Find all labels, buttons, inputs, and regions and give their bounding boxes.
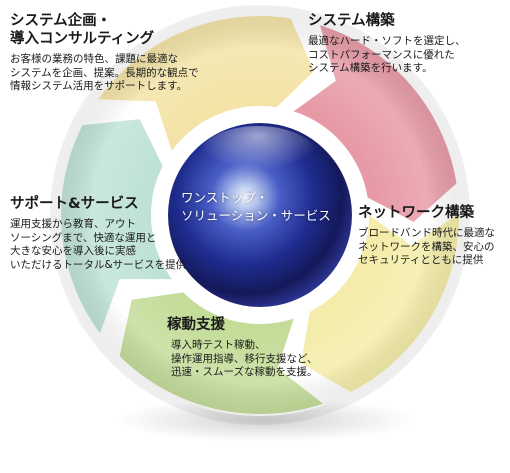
segment-construction: システム構築 最適なハード・ソフトを選定し、 コストパフォーマンスに優れた シス… <box>308 12 466 76</box>
segment-description-line: コストパフォーマンスに優れた <box>308 48 455 61</box>
segment-title-line: 導入コンサルティング <box>10 31 155 47</box>
segment-description-line: システムを企画、提案。長期的な観点で <box>10 66 199 79</box>
segment-title-line: 稼動支援 <box>167 317 225 333</box>
segment-network: ネットワーク構築 ブロードバンド時代に最適な ネットワークを構築、安心の セキュ… <box>358 204 495 268</box>
segment-title-line: システム構築 <box>308 13 395 29</box>
segment-title-line: サポート&サービス <box>10 196 139 212</box>
segment-description-line: ソーシングまで、快適な運用と <box>10 231 157 244</box>
center-label-line: ワンストップ・ <box>181 190 269 205</box>
segment-title: 稼動支援 <box>167 316 317 334</box>
segment-description: 最適なハード・ソフトを選定し、 コストパフォーマンスに優れた システム構築を行い… <box>308 35 466 76</box>
segment-description-line: いただけるトータル&サービスを提供 <box>10 258 187 271</box>
segment-description: ブロードバンド時代に最適な ネットワークを構築、安心の セキュリティとともに提供 <box>358 227 495 268</box>
segment-description-line: 操作運用指導、移行支援など、 <box>171 352 318 365</box>
segment-title: ネットワーク構築 <box>358 204 495 222</box>
segment-description-line: ブロードバンド時代に最適な <box>358 227 496 239</box>
segment-description-line: 大きな安心を導入後に実感 <box>10 245 136 257</box>
segment-support: サポート&サービス 運用支援から教育、アウト ソーシングまで、快適な運用と 大き… <box>10 195 186 272</box>
segment-title: システム企画・ 導入コンサルティング <box>10 12 199 48</box>
center-label-line: ソリューション・サービス <box>181 208 331 223</box>
segment-description-line: お客様の業務の特色、課題に最適な <box>10 53 178 65</box>
segment-description-line: 迅速・スムーズな稼動を支援。 <box>171 366 318 378</box>
segment-description-line: 運用支援から教育、アウト <box>10 218 136 230</box>
segment-operation: 稼動支援 導入時テスト稼動、 操作運用指導、移行支援など、 迅速・スムーズな稼動… <box>167 316 317 380</box>
segment-title: システム構築 <box>308 12 466 30</box>
segment-description-line: 最適なハード・ソフトを選定し、 <box>308 35 466 47</box>
segment-description-line: システム構築を行います。 <box>308 62 433 74</box>
center-label: ワンストップ・ ソリューション・サービス <box>181 189 341 225</box>
segment-description-line: 導入時テスト稼動、 <box>171 339 266 351</box>
segment-description: 導入時テスト稼動、 操作運用指導、移行支援など、 迅速・スムーズな稼動を支援。 <box>167 339 317 380</box>
segment-description: お客様の業務の特色、課題に最適な システムを企画、提案。長期的な観点で 情報シス… <box>10 53 199 94</box>
segment-description: 運用支援から教育、アウト ソーシングまで、快適な運用と 大きな安心を導入後に実感… <box>10 218 186 272</box>
segment-title: サポート&サービス <box>10 195 186 213</box>
segment-planning: システム企画・ 導入コンサルティング お客様の業務の特色、課題に最適な システム… <box>10 12 199 94</box>
segment-description-line: 情報システム活用をサポートします。 <box>10 80 188 92</box>
segment-title-line: ネットワーク構築 <box>358 205 474 221</box>
sphere-shine <box>196 126 320 194</box>
segment-description-line: セキュリティとともに提供 <box>358 254 484 266</box>
segment-title-line: システム企画・ <box>10 13 112 29</box>
segment-description-line: ネットワークを構築、安心の <box>358 240 495 253</box>
